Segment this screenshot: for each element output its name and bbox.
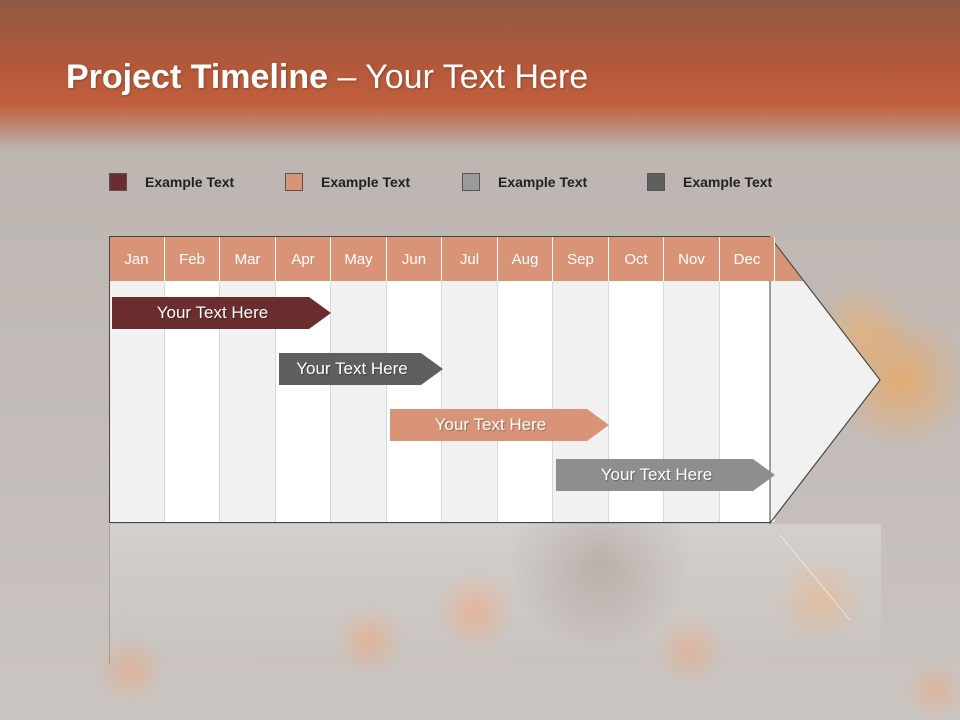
task-bar-2[interactable]: Your Text Here (279, 353, 443, 385)
month-header-feb: Feb (165, 237, 220, 281)
title-bold-part: Project Timeline (66, 58, 329, 96)
task-bar-3[interactable]: Your Text Here (390, 409, 609, 441)
month-header-jul: Jul (442, 237, 498, 281)
legend-swatch-2 (285, 173, 303, 191)
month-header-mar: Mar (220, 237, 276, 281)
month-header-may: May (331, 237, 387, 281)
month-header-dec: Dec (720, 237, 775, 281)
task-bar-1[interactable]: Your Text Here (112, 297, 331, 329)
title-rest-part: – Your Text Here (328, 58, 589, 96)
legend-label-4: Example Text (683, 174, 773, 190)
month-column-may (331, 281, 387, 522)
legend-swatch-1 (109, 173, 127, 191)
legend-swatch-3 (462, 173, 480, 191)
task-bar-4[interactable]: Your Text Here (556, 459, 775, 491)
legend-item-2[interactable]: Example Text (285, 170, 410, 194)
legend: Example Text Example Text Example Text E… (0, 170, 960, 194)
slide-title[interactable]: Project Timeline – Your Text Here (66, 58, 588, 97)
title-banner (0, 0, 960, 150)
legend-item-3[interactable]: Example Text (462, 170, 587, 194)
month-header-apr: Apr (276, 237, 331, 281)
month-column-jun (387, 281, 442, 522)
legend-item-1[interactable]: Example Text (109, 170, 234, 194)
month-column-aug (498, 281, 553, 522)
legend-swatch-4 (647, 173, 665, 191)
month-header-jun: Jun (387, 237, 442, 281)
month-column-jul (442, 281, 498, 522)
legend-label-1: Example Text (145, 174, 235, 190)
legend-label-2: Example Text (321, 174, 411, 190)
month-header-jan: Jan (109, 237, 165, 281)
month-header-oct: Oct (609, 237, 664, 281)
month-header-sep: Sep (553, 237, 609, 281)
timeline-reflection (109, 524, 881, 664)
legend-item-4[interactable]: Example Text (647, 170, 772, 194)
legend-label-3: Example Text (498, 174, 588, 190)
month-header-nov: Nov (664, 237, 720, 281)
month-header-aug: Aug (498, 237, 553, 281)
